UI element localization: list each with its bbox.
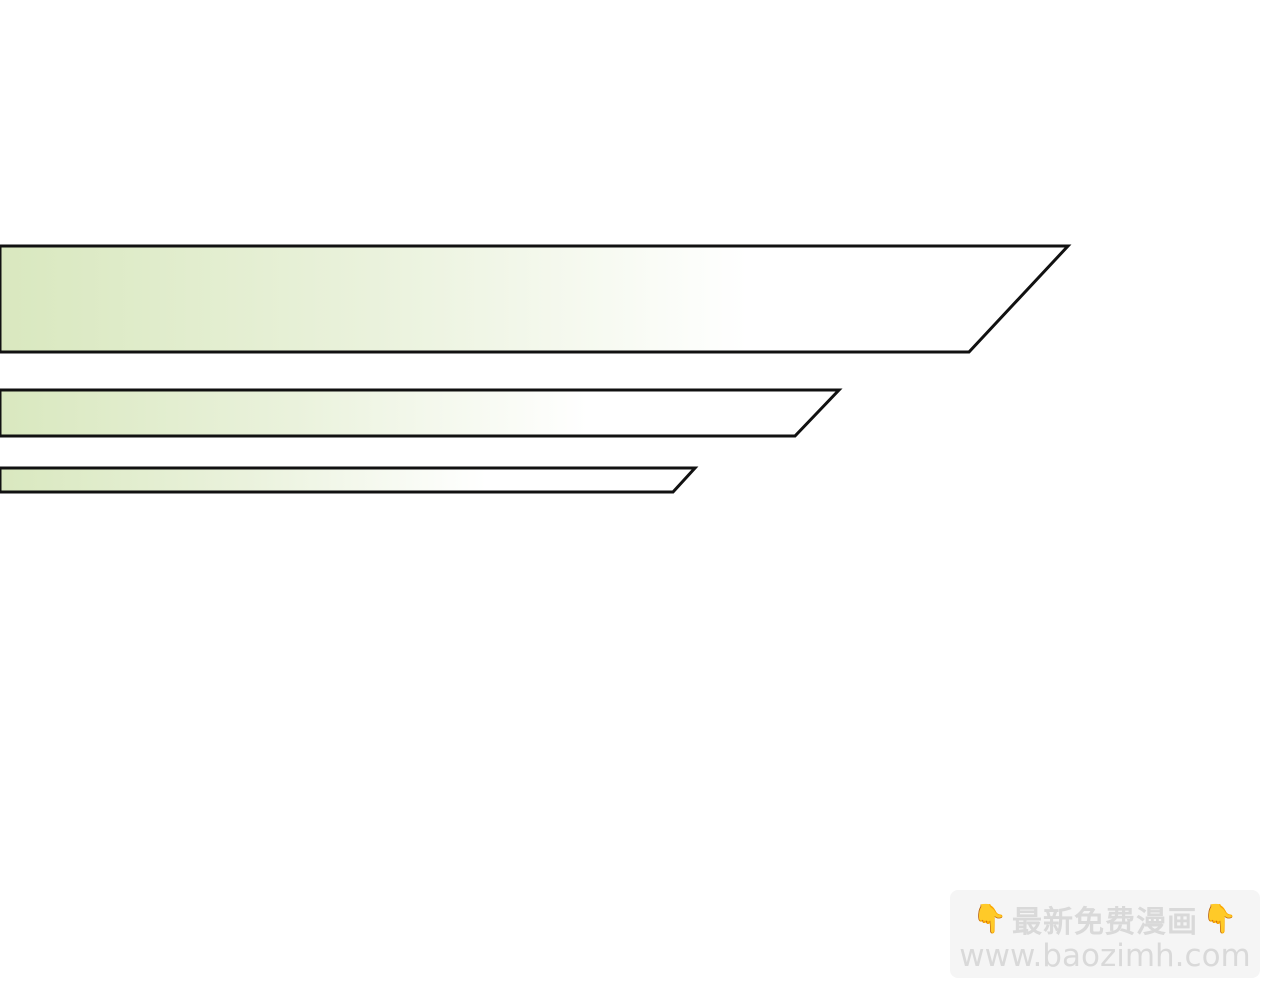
speed-line-panel-large — [0, 244, 1072, 354]
watermark-title: 最新免费漫画 — [1012, 905, 1198, 940]
speed-line-panel-small — [0, 466, 699, 494]
watermark-url: www.baozimh.com — [959, 938, 1251, 974]
speed-line-panel-medium — [0, 388, 843, 438]
pointing-down-hand-icon: 👇 — [1202, 902, 1238, 935]
site-watermark: 👇 最新免费漫画 👇 www.baozimh.com — [950, 890, 1260, 978]
watermark-title-row: 👇 最新免费漫画 👇 — [958, 900, 1252, 941]
pointing-down-hand-icon: 👇 — [972, 902, 1008, 935]
